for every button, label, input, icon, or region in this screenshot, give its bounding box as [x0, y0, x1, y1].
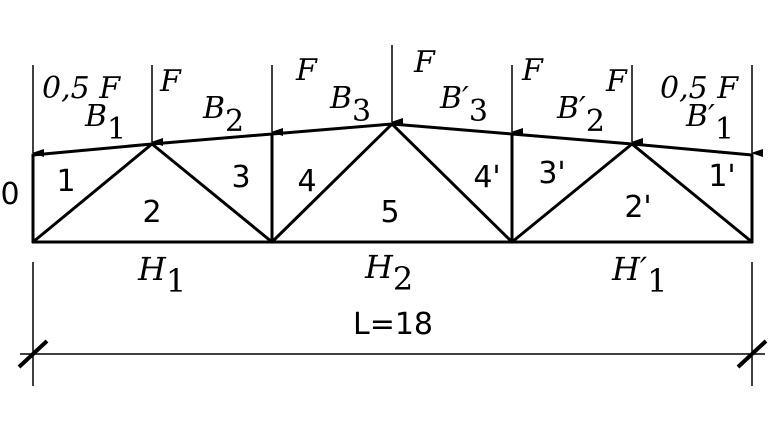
panel-label: 1'	[708, 159, 735, 194]
member-label-b2: B2	[202, 91, 244, 139]
member-label-b1: B1	[84, 99, 126, 147]
panel-label: 3	[231, 160, 250, 195]
top-chord	[31, 122, 754, 157]
member-label-b2-prime: B′2	[556, 91, 605, 139]
load-arrows	[32, 45, 763, 157]
dimension-tick-left	[17, 339, 49, 369]
member-label-h1: H1	[137, 250, 186, 300]
panel-labels: 0 1 2 3 4 5 4' 3' 2' 1'	[0, 156, 735, 230]
panel-label: 3'	[538, 156, 565, 191]
bottom-chord-labels: H1 H2 H′1	[137, 248, 668, 300]
diagonal-2	[150, 142, 274, 244]
panel-label: 2	[142, 195, 161, 230]
load-label-left-end: 0,5 F	[42, 71, 121, 106]
load-labels: 0,5 F F F F F F 0,5 F	[42, 45, 739, 106]
load-label-right-end: 0,5 F	[660, 71, 739, 106]
top-chord-labels: B1 B2 B3 B′3 B′2 B′1	[84, 81, 734, 147]
panel-label: 0	[0, 177, 19, 212]
member-label-b3-prime: B′3	[439, 81, 488, 129]
load-label-1: F	[159, 64, 182, 99]
member-label-b3: B3	[329, 81, 371, 129]
member-label-h1-prime: H′1	[611, 250, 668, 300]
diagonal-6	[630, 142, 754, 244]
load-label-4: F	[521, 53, 544, 88]
load-label-3: F	[413, 45, 436, 80]
span-label: L=18	[353, 307, 433, 342]
panel-label: 4'	[473, 160, 500, 195]
load-label-5: F	[605, 64, 628, 99]
span-dimension: L=18	[17, 262, 768, 386]
member-label-h2: H2	[364, 248, 413, 298]
load-label-2: F	[295, 53, 318, 88]
diagonal-5	[510, 142, 634, 244]
diagonal-3	[270, 122, 394, 244]
diagonal-1	[31, 142, 154, 244]
panel-label: 5	[380, 195, 399, 230]
panel-label: 1	[56, 164, 75, 199]
diagonal-4	[390, 122, 514, 244]
dimension-tick-right	[736, 339, 768, 369]
panel-label: 2'	[624, 190, 651, 225]
member-label-b1-prime: B′1	[685, 99, 734, 147]
panel-label: 4	[297, 164, 316, 199]
